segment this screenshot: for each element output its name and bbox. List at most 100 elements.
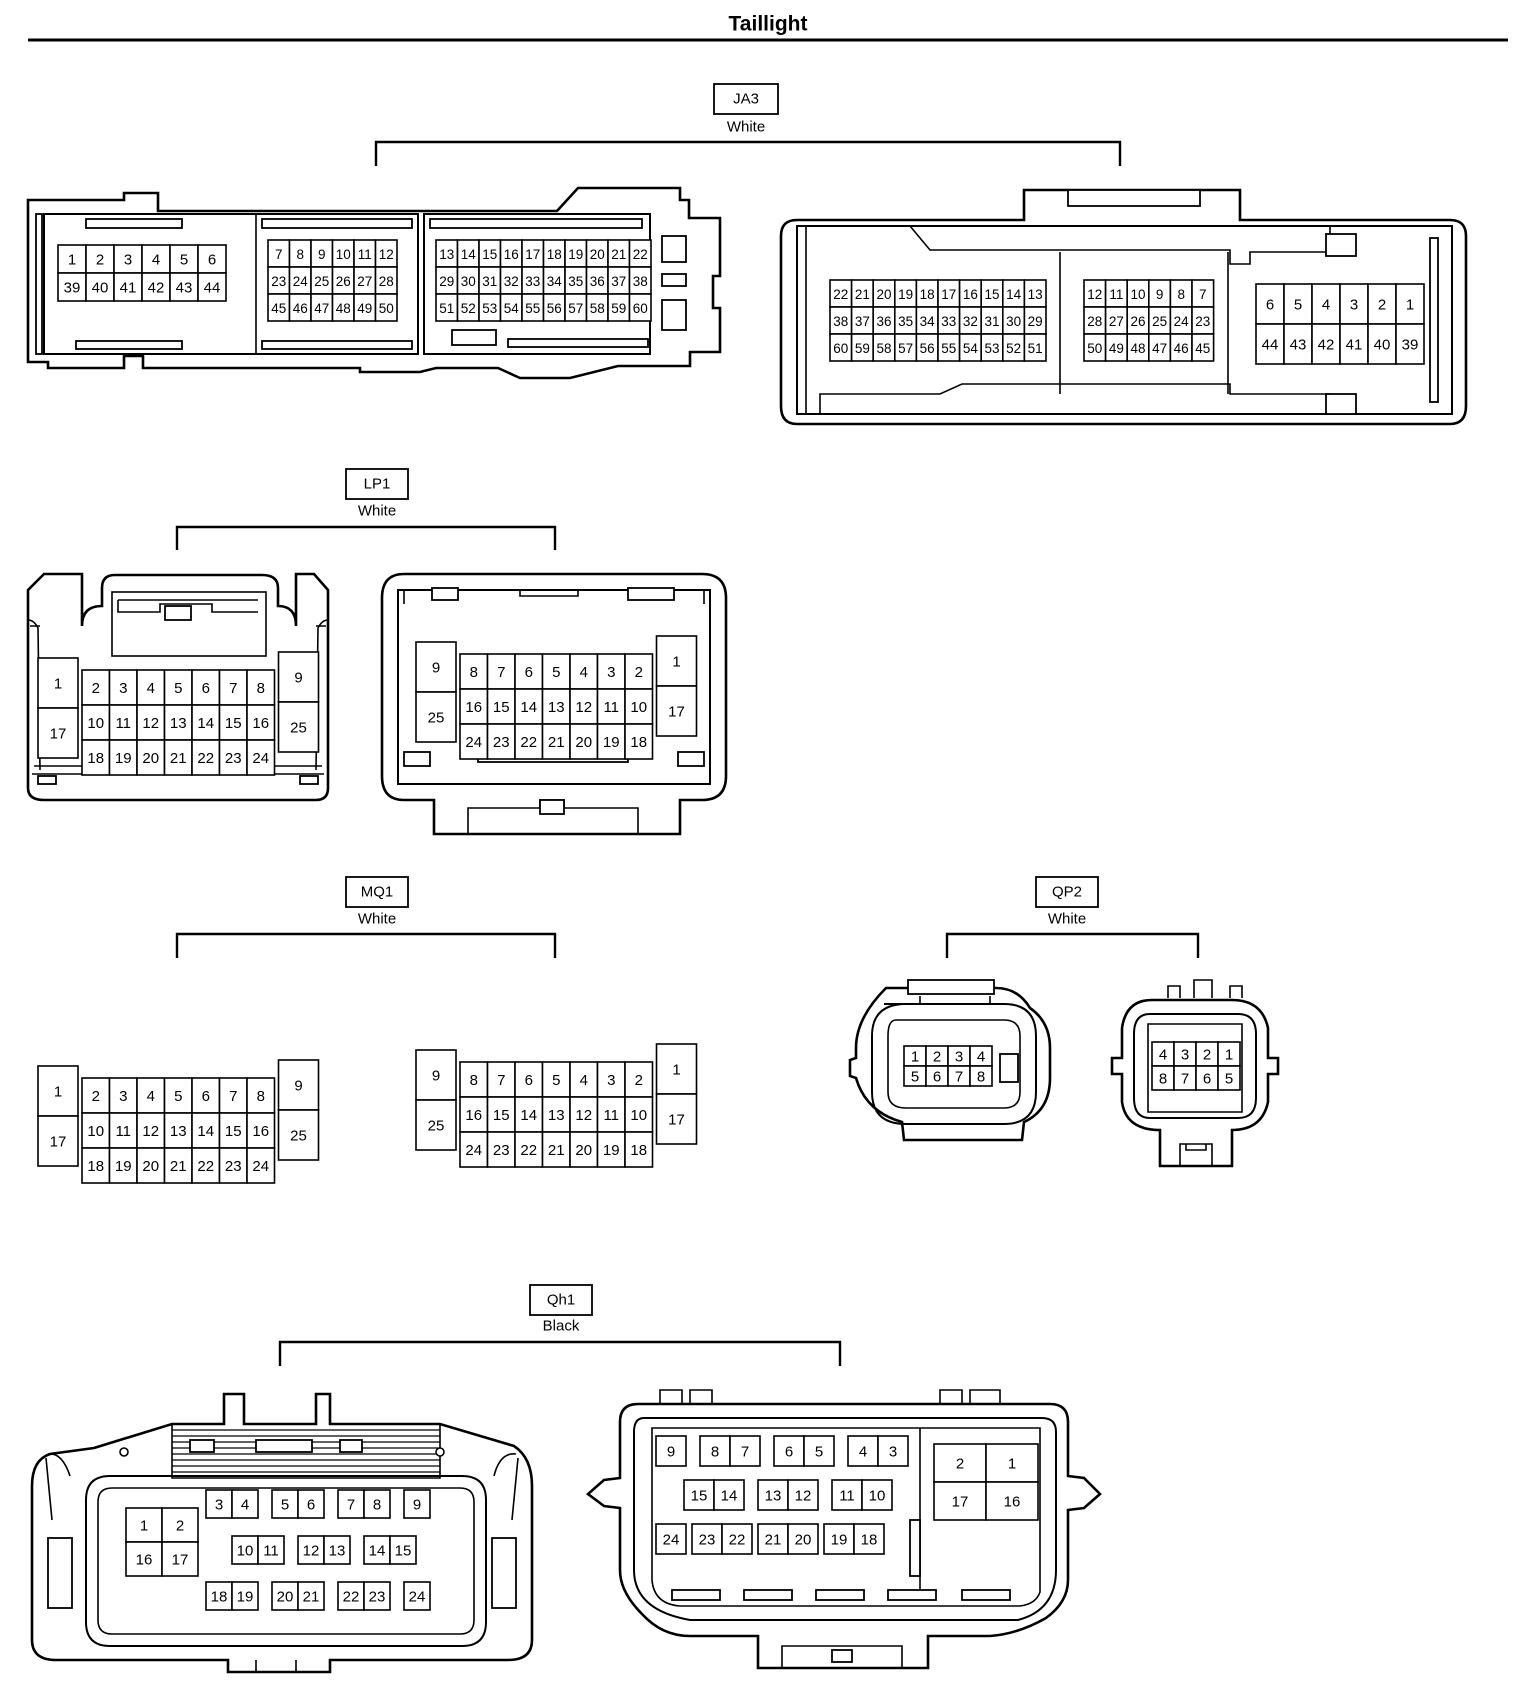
pin-cell bbox=[257, 1535, 285, 1565]
pin-cell bbox=[853, 1523, 885, 1555]
pin-number: 25 bbox=[290, 1128, 307, 1145]
pin-cell bbox=[374, 293, 398, 322]
pin-number: 7 bbox=[275, 247, 283, 262]
pin-cell bbox=[1023, 333, 1047, 362]
svg-text:JA3: JA3 bbox=[733, 91, 759, 108]
pin-number: 9 bbox=[432, 1068, 440, 1085]
pin-cell bbox=[169, 272, 199, 302]
pin-number: 20 bbox=[590, 247, 605, 262]
pin-number: 25 bbox=[428, 710, 445, 727]
pin-number: 11 bbox=[263, 1543, 279, 1560]
pin-number: 41 bbox=[1346, 337, 1363, 354]
pin-cell bbox=[1255, 323, 1285, 365]
pin-cell bbox=[277, 701, 320, 753]
pin-number: 14 bbox=[197, 1123, 214, 1140]
pin-cell bbox=[246, 739, 276, 776]
pin-number: 13 bbox=[765, 1488, 782, 1505]
pin-number: 30 bbox=[461, 274, 476, 289]
pin-number: 5 bbox=[174, 680, 182, 697]
pin-cell bbox=[624, 1131, 654, 1168]
pin-cell bbox=[403, 1489, 431, 1519]
pin-cell bbox=[205, 1581, 233, 1611]
pin-number: 18 bbox=[630, 1142, 647, 1159]
pin-number: 22 bbox=[520, 1142, 537, 1159]
pin-cell bbox=[969, 1065, 993, 1087]
pin-cell bbox=[415, 641, 457, 693]
pin-number: 15 bbox=[395, 1543, 412, 1560]
pin-cell bbox=[486, 688, 516, 725]
pin-number: 2 bbox=[1203, 1047, 1211, 1064]
pin-number: 6 bbox=[933, 1069, 941, 1086]
pin-cell bbox=[757, 1523, 789, 1555]
pin-number: 5 bbox=[281, 1497, 289, 1514]
pin-number: 12 bbox=[575, 1107, 592, 1124]
pin-number: 30 bbox=[1006, 314, 1021, 329]
pin-number: 7 bbox=[741, 1444, 749, 1461]
pin-number: 17 bbox=[668, 1112, 685, 1129]
pin-number: 14 bbox=[721, 1488, 738, 1505]
pin-cell bbox=[136, 1112, 166, 1149]
pin-number: 23 bbox=[225, 1158, 242, 1175]
pin-number: 57 bbox=[568, 301, 583, 316]
pin-cell bbox=[861, 1479, 893, 1511]
pin-number: 11 bbox=[1109, 287, 1123, 302]
pin-number: 3 bbox=[607, 664, 615, 681]
svg-text:White: White bbox=[358, 503, 396, 520]
pin-number: 4 bbox=[580, 1072, 588, 1089]
pin-number: 16 bbox=[963, 287, 978, 302]
pin-number: 10 bbox=[237, 1543, 254, 1560]
pin-number: 37 bbox=[611, 274, 626, 289]
pin-number: 50 bbox=[379, 301, 394, 316]
pin-number: 5 bbox=[180, 252, 188, 269]
pin-number: 6 bbox=[202, 680, 210, 697]
pin-number: 12 bbox=[795, 1488, 812, 1505]
pin-number: 15 bbox=[691, 1488, 708, 1505]
pin-cell bbox=[125, 1507, 163, 1543]
pin-number: 22 bbox=[197, 1158, 214, 1175]
pin-number: 31 bbox=[984, 314, 999, 329]
pin-number: 16 bbox=[465, 1107, 482, 1124]
pin-number: 26 bbox=[336, 274, 351, 289]
pin-number: 24 bbox=[663, 1532, 680, 1549]
pin-cell bbox=[37, 707, 79, 759]
svg-text:White: White bbox=[727, 119, 765, 136]
pin-number: 6 bbox=[1266, 297, 1274, 314]
pin-number: 51 bbox=[1028, 341, 1043, 356]
pin-cell bbox=[514, 1131, 544, 1168]
pin-cell bbox=[403, 1581, 431, 1611]
pin-number: 24 bbox=[465, 734, 482, 751]
pin-number: 60 bbox=[633, 301, 648, 316]
pin-cell bbox=[218, 704, 248, 741]
pin-number: 47 bbox=[1152, 341, 1167, 356]
pin-number: 32 bbox=[504, 274, 519, 289]
pin-cell bbox=[459, 1061, 489, 1098]
pin-number: 18 bbox=[87, 1158, 104, 1175]
pin-number: 3 bbox=[124, 252, 132, 269]
pin-number: 45 bbox=[1195, 341, 1210, 356]
pin-number: 5 bbox=[1294, 297, 1302, 314]
pin-number: 12 bbox=[303, 1543, 320, 1560]
pin-number: 49 bbox=[357, 301, 372, 316]
pin-number: 9 bbox=[294, 670, 302, 687]
pin-cell bbox=[163, 739, 193, 776]
connector-label-ja3: JA3 White bbox=[374, 83, 1122, 166]
pin-cell bbox=[163, 704, 193, 741]
pin-number: 9 bbox=[294, 1078, 302, 1095]
pin-number: 9 bbox=[1156, 287, 1164, 302]
pin-number: 8 bbox=[257, 1088, 265, 1105]
pin-number: 10 bbox=[630, 1107, 647, 1124]
pin-cell bbox=[191, 704, 221, 741]
pin-number: 19 bbox=[115, 1158, 132, 1175]
pin-number: 8 bbox=[711, 1444, 719, 1461]
pin-number: 2 bbox=[176, 1518, 184, 1535]
pin-number: 55 bbox=[525, 301, 540, 316]
connector-label-qh1: Qh1 Black bbox=[278, 1284, 842, 1366]
pin-number: 16 bbox=[252, 1123, 269, 1140]
pin-number: 12 bbox=[1087, 287, 1102, 302]
pin-number: 20 bbox=[142, 1158, 159, 1175]
pin-cell bbox=[541, 1131, 571, 1168]
pin-number: 2 bbox=[1378, 297, 1386, 314]
pin-number: 8 bbox=[470, 1072, 478, 1089]
pin-number: 12 bbox=[142, 715, 159, 732]
pin-number: 20 bbox=[575, 1142, 592, 1159]
